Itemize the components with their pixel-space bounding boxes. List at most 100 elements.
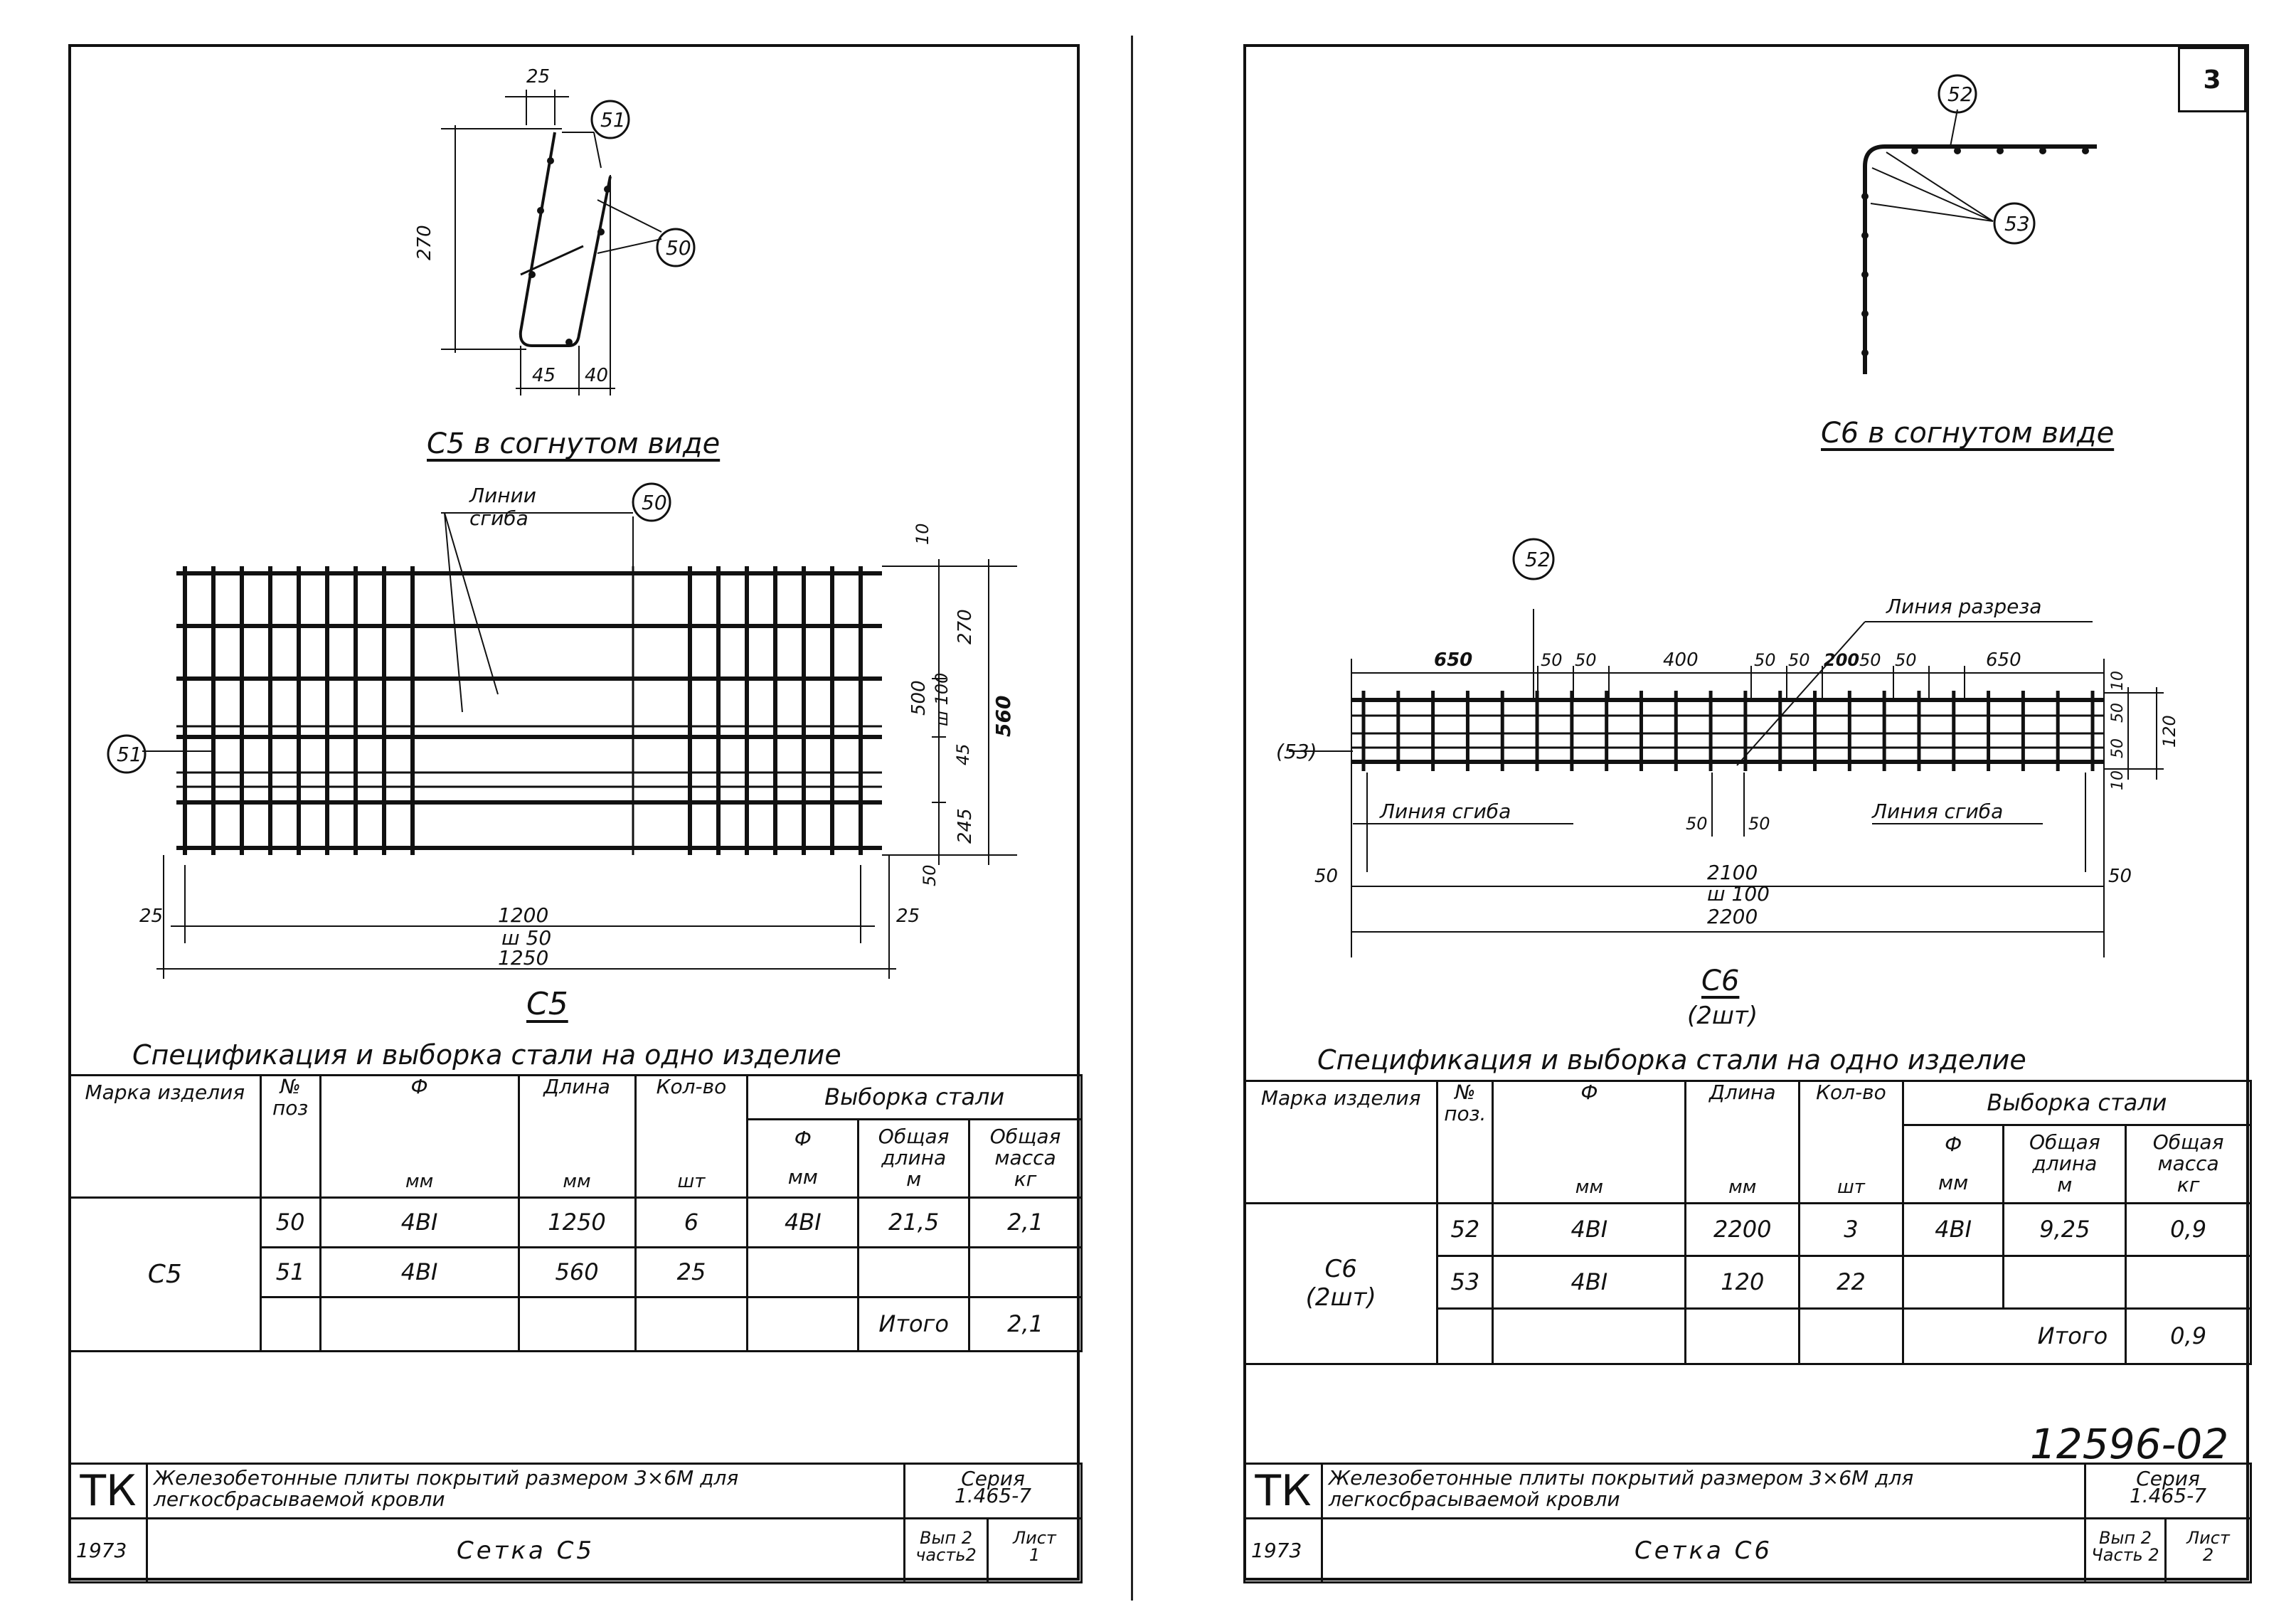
c6-hdr-selection: Выборка стали — [1901, 1080, 2253, 1126]
c5-hdr-dia: Ф — [319, 1074, 520, 1119]
c6-bent-pos-53: 53 — [2004, 212, 2030, 235]
c5-row2-length: 560 — [517, 1246, 637, 1298]
c6-hdr-mark: Марка изделия — [1243, 1080, 1439, 1204]
c6-dim-10-top: 10 — [2109, 671, 2127, 691]
c5-dim-270: 270 — [414, 225, 435, 260]
c5-dim-sh50: ш 50 — [501, 926, 551, 950]
c5-dim-45: 45 — [532, 365, 556, 386]
c6-unit-count: шт — [1798, 1125, 1904, 1204]
c6-row1-count: 3 — [1798, 1201, 1904, 1257]
c5-bend-label-1: Линии — [469, 484, 536, 507]
c5-row2-sel-mass — [968, 1246, 1083, 1298]
c6-row2-sel-mass — [2125, 1254, 2252, 1310]
page-fold-divider — [1131, 36, 1133, 1601]
table-row: С6(2шт) 52 4BI 2200 3 4BI 9,25 0,9 — [1243, 1201, 2252, 1365]
c6-plan-caption-sub: (2шт) — [1687, 1002, 1758, 1030]
c6-row1-sel-len: 9,25 — [2002, 1201, 2127, 1257]
c6-cut-label: Линия разреза — [1886, 595, 2041, 618]
c5-mark: С5 — [68, 1196, 262, 1352]
c5-hdr-pos: № поз — [259, 1074, 321, 1119]
c6-bend-label-left: Линия сгиба — [1379, 800, 1511, 823]
c5-dim-1200: 1200 — [498, 903, 548, 927]
c6-hdr-count: Кол-во — [1798, 1080, 1904, 1125]
c6-hdr-length: Длина — [1684, 1080, 1801, 1125]
c6-plan-view — [1289, 538, 2164, 957]
c5-row1-sel-mass: 2,1 — [968, 1196, 1083, 1248]
c6-row2-sel-len — [2002, 1254, 2127, 1310]
c6-dim-50-e: 50 — [1859, 650, 1881, 670]
c6-bent-view — [1861, 74, 2097, 374]
c5-hdr-count: Кол-во — [634, 1074, 749, 1119]
c5-tb-code: ТК — [68, 1463, 148, 1519]
c5-hdr-mark: Марка изделия — [68, 1074, 262, 1199]
c6-total-label: Итого — [1901, 1307, 2127, 1365]
c6-row1-sel-mass: 0,9 — [2125, 1201, 2252, 1257]
c6-row1-sel-dia: 4BI — [1901, 1201, 2005, 1257]
doc-number: 12596-02 — [2030, 1420, 2229, 1468]
c6-row2-pos: 53 — [1436, 1254, 1494, 1310]
sheet-mesh-c6: 3 52 53 — [1243, 44, 2253, 1583]
c5-total-mass: 2,1 — [968, 1295, 1083, 1352]
c5-row2-sel-len — [857, 1246, 971, 1298]
c6-dim-50-d: 50 — [1788, 650, 1810, 670]
c5-bent-caption: С5 в согнутом виде — [427, 428, 721, 460]
c5-unit-dia: мм — [319, 1119, 520, 1199]
c6-row2-sel-dia — [1901, 1254, 2005, 1310]
c5-tb-year: 1973 — [68, 1517, 148, 1583]
c6-dim-50-f: 50 — [1895, 650, 1917, 670]
c6-dim-400: 400 — [1663, 649, 1699, 671]
c6-dim-650-left: 650 — [1434, 649, 1472, 671]
c6-dim-2100: 2100 — [1707, 861, 1758, 884]
c6-dim-50-v1: 50 — [2109, 703, 2127, 723]
sheet-number: 3 — [2178, 47, 2246, 112]
c5-dim-45-plan: 45 — [953, 743, 973, 765]
c6-bend-label-right: Линия сгиба — [1871, 800, 2003, 823]
c5-spec-table: Марка изделия № поз Ф Длина Кол-во Выбор… — [68, 1074, 1083, 1352]
c6-hdr-dia: Ф — [1492, 1080, 1687, 1125]
c6-spec-title: Спецификация и выборка стали на одно изд… — [1317, 1044, 2026, 1076]
c6-plan-pos-52: 52 — [1525, 548, 1551, 571]
c6-dim-50-right: 50 — [2108, 866, 2132, 887]
c6-dim-2200: 2200 — [1707, 905, 1758, 928]
sheet-mesh-c5: 25 270 45 40 51 50 — [68, 44, 1083, 1583]
c5-plan-view — [107, 482, 1017, 979]
c5-plan-pos-51: 51 — [117, 743, 142, 766]
c5-hdr-length: Длина — [517, 1074, 637, 1119]
c6-tb-year: 1973 — [1243, 1517, 1323, 1583]
c6-dim-50-left: 50 — [1314, 866, 1338, 887]
table-row: 51 4BI 560 25 — [70, 1246, 1083, 1298]
c6-tb-name: Сетка С6 — [1321, 1517, 2086, 1583]
c5-dim-245: 245 — [955, 808, 976, 844]
c5-spec-title: Спецификация и выборка стали на одно изд… — [132, 1039, 841, 1071]
c6-dim-50-c: 50 — [1754, 650, 1776, 670]
c5-plan-caption: С5 — [526, 986, 568, 1022]
mesh-c5-drawing: 25 270 45 40 51 50 — [107, 66, 1017, 979]
c6-dim-650-right: 650 — [1986, 649, 2021, 671]
c5-dim-500: 500 — [908, 680, 930, 716]
c6-tb-code: ТК — [1243, 1463, 1323, 1519]
c5-dim-1250: 1250 — [498, 946, 548, 970]
c6-dim-50-b: 50 — [1575, 650, 1597, 670]
c5-tb-description: Железобетонные плиты покрытий размером 3… — [146, 1463, 905, 1519]
c6-dim-50-v2: 50 — [2109, 738, 2127, 758]
c6-dim-50-h: 50 — [1748, 814, 1770, 834]
c6-dim-50-g: 50 — [1686, 814, 1708, 834]
table-row: Итого 2,1 — [70, 1295, 1083, 1352]
table-row: С5 50 4BI 1250 6 4BI 21,5 2,1 — [68, 1196, 1083, 1352]
c5-row2-dia: 4BI — [319, 1246, 520, 1298]
c6-dim-200: 200 — [1824, 650, 1859, 670]
c6-title-block: ТК Железобетонные плиты покрытий размеро… — [1243, 1463, 2252, 1583]
c5-unit-count: шт — [634, 1119, 749, 1199]
c6-plan-pos-53: (53) — [1276, 740, 1317, 763]
c5-dim-10: 10 — [913, 523, 932, 545]
c6-spec-table: Марка изделия № поз. Ф Длина Кол-во Выбо… — [1243, 1080, 2253, 1365]
c5-unit-length: мм — [517, 1119, 637, 1199]
c6-row2-length: 120 — [1684, 1254, 1801, 1310]
